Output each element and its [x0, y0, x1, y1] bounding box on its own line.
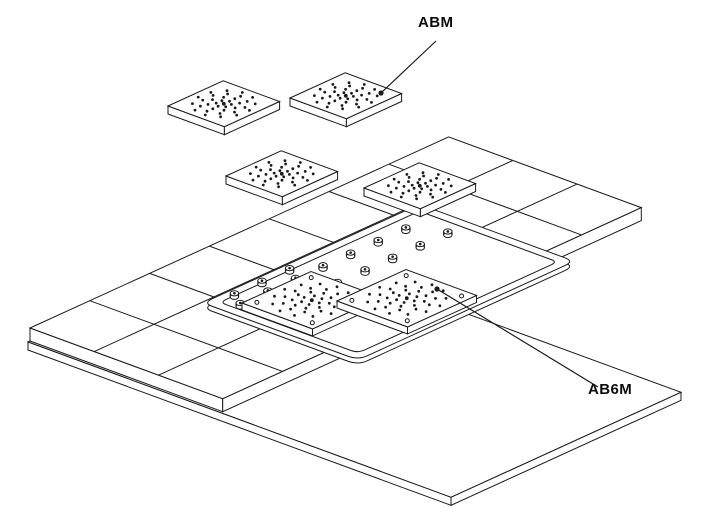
- floating-plate-1: [166, 80, 281, 136]
- floating-plate-2: [288, 72, 403, 128]
- leader-abm: [378, 40, 437, 96]
- label-abm: ABM: [418, 14, 454, 31]
- leader-ab6m: [434, 286, 599, 388]
- mounted-plate-1: [240, 270, 383, 337]
- mounted-plate-2: [335, 268, 478, 335]
- perforation-dots: [387, 171, 453, 201]
- floating-plate-3: [224, 150, 339, 206]
- floating-plate-4: [362, 162, 477, 218]
- perforation-dots: [249, 159, 315, 189]
- perforation-dots: [313, 81, 379, 111]
- label-ab6m: AB6M: [588, 381, 633, 398]
- perforation-dots: [366, 280, 448, 316]
- perforation-dots: [191, 89, 257, 119]
